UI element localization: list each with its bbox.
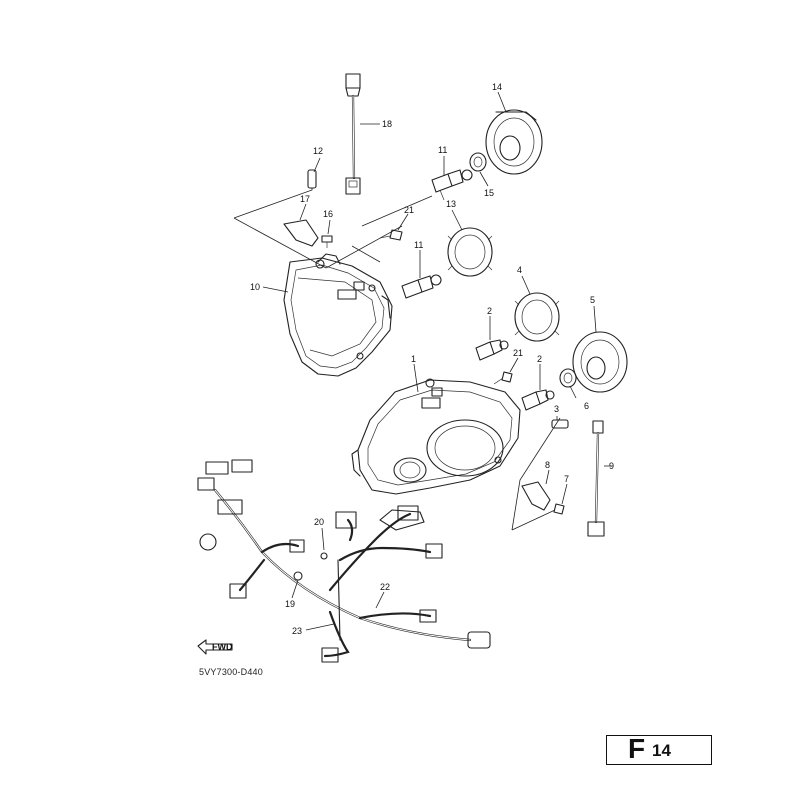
wire-harness (197, 459, 491, 663)
callout-20: 20 (314, 517, 324, 527)
callout-8: 8 (545, 460, 550, 470)
bulb-2a (475, 339, 509, 361)
lead-wire-18 (345, 73, 361, 195)
callout-9: 9 (609, 461, 614, 471)
lead-wire-9 (587, 420, 605, 537)
bracket-8 (521, 481, 551, 511)
cover-5 (572, 331, 628, 393)
callout-21b: 21 (513, 348, 523, 358)
screw-16 (321, 235, 333, 248)
callout-11b: 11 (414, 240, 423, 250)
grommet-15 (469, 152, 487, 172)
bulb-2b (521, 389, 555, 411)
cover-14 (485, 109, 543, 175)
bulb-lower-11 (401, 274, 442, 299)
callout-17: 17 (300, 194, 310, 204)
screw-21a (379, 229, 403, 241)
callout-1: 1 (411, 354, 416, 364)
grommet-6 (559, 368, 577, 388)
page-badge-letter: F (628, 733, 646, 764)
callout-12: 12 (313, 146, 323, 156)
callout-6: 6 (584, 401, 589, 411)
callout-22: 22 (380, 582, 390, 592)
assembly-lines (233, 188, 561, 531)
callout-4: 4 (517, 265, 522, 275)
callout-21a: 21 (404, 205, 414, 215)
callout-23: 23 (292, 626, 302, 636)
page-badge (606, 735, 712, 765)
callout-13: 13 (446, 199, 456, 209)
bulb-upper-11 (431, 169, 473, 201)
callout-19: 19 (285, 599, 295, 609)
lower-headlight-housing (351, 378, 521, 495)
callout-10: 10 (250, 282, 260, 292)
callouts: 1 2 2 3 4 5 6 7 8 9 10 11 11 12 13 14 15… (250, 82, 614, 636)
callout-3: 3 (554, 404, 559, 414)
bracket-17 (283, 219, 319, 247)
screw-7 (553, 503, 565, 515)
callout-14: 14 (492, 82, 502, 92)
fwd-label: FWD (212, 642, 233, 652)
socket-12 (307, 169, 317, 189)
leader-lines (262, 91, 612, 631)
fwd-arrow: FWD (197, 639, 233, 655)
ring-13 (447, 227, 493, 277)
upper-headlight-housing (283, 253, 393, 377)
page-badge-number: 14 (652, 741, 671, 760)
callout-7: 7 (564, 474, 569, 484)
callout-2b: 2 (537, 354, 542, 364)
screw-21b (493, 371, 513, 385)
callout-11a: 11 (438, 145, 447, 155)
callout-16: 16 (323, 209, 333, 219)
callout-15: 15 (484, 188, 494, 198)
callout-2a: 2 (487, 306, 492, 316)
drawing-code: 5VY7300-D440 (199, 667, 263, 677)
ring-4 (514, 292, 560, 342)
callout-5: 5 (590, 295, 595, 305)
bulb-3 (551, 419, 569, 429)
callout-18: 18 (382, 119, 392, 129)
